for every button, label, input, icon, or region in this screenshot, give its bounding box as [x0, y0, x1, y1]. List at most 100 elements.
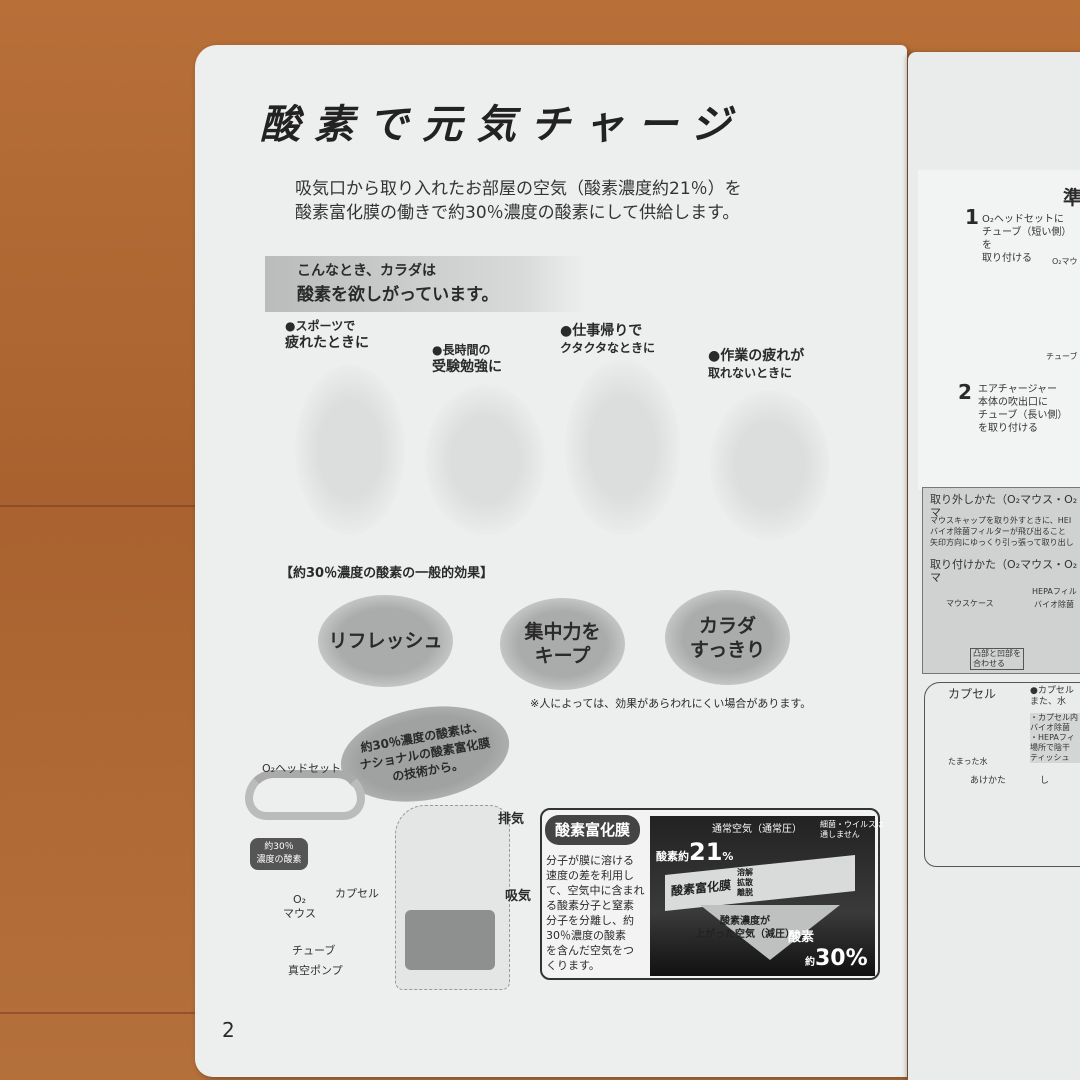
bio-filter-label: バイオ除菌 — [1034, 600, 1074, 609]
label-mouth-partial: O₂マウ — [1052, 257, 1078, 266]
desc-line: 速度の差を利用し — [546, 869, 634, 882]
caption-line: クタクタなときに — [560, 341, 656, 355]
desc-line: て、空気中に含まれ — [546, 884, 645, 897]
step-line: チューブ（短い側）を — [982, 227, 1072, 251]
bacteria-note: 細菌・ウイルスは通しません — [820, 820, 884, 840]
label-tube-partial: チューブ — [1046, 352, 1078, 361]
text-line: バイオ除菌 — [1030, 723, 1070, 732]
label-headset: O₂ヘッドセット — [262, 762, 342, 775]
commuter-illustration — [565, 360, 680, 535]
enriched-air-arrow — [700, 905, 840, 960]
intro-line: 酸素富化膜の働きで約30％濃度の酸素にして供給します。 — [295, 203, 740, 223]
athlete-illustration — [295, 365, 405, 535]
effect-refresh: リフレッシュ — [318, 595, 453, 687]
setup-heading: 準 — [1063, 187, 1080, 209]
caption-line: 受験勉強に — [432, 359, 502, 375]
readout-value: 21 — [689, 838, 723, 866]
situation-caption: ●仕事帰りでクタクタなときに — [560, 323, 655, 357]
step-number: 2 — [958, 380, 972, 404]
label-intake: 吸気 — [505, 889, 532, 904]
text-line: ●カプセル — [1030, 686, 1074, 696]
caption-line: 取れないときに — [708, 366, 793, 380]
text-line: ・カプセル内 — [1030, 713, 1078, 722]
desc-line: くります。 — [546, 959, 600, 972]
label-line: 上がった空気（減圧） — [695, 929, 795, 940]
readout-value: 30% — [815, 946, 868, 971]
step-line: エアチャージャー — [978, 384, 1057, 395]
effects-heading: 【約30％濃度の酸素の一般的効果】 — [280, 566, 494, 581]
desc-line: 30％濃度の酸素 — [546, 929, 626, 942]
caption-line: ●仕事帰りで — [560, 323, 643, 339]
note-line: 通しません — [820, 830, 860, 839]
open-label: あけかた — [970, 776, 1007, 786]
effect-note: ※人によっては、効果があらわれにくい場合があります。 — [530, 697, 812, 710]
text-line: 場所で陰干 — [1030, 743, 1070, 752]
table-seam — [0, 1012, 200, 1014]
text-line: 合わせる — [973, 659, 1005, 668]
desc-line: る酸素分子と窒素 — [546, 899, 634, 912]
membrane-label: 酸素富化膜 — [671, 878, 732, 899]
readout-prefix: 約 — [805, 957, 815, 968]
process-step: 溶解 — [737, 868, 753, 877]
effect-label: カラダ — [698, 614, 756, 637]
tag-line: 濃度の酸素 — [256, 855, 302, 865]
membrane-title: 酸素富化膜 — [545, 815, 640, 845]
page-title: 酸素で元気チャージ — [260, 102, 745, 148]
attach-title: 取り付けかた（O₂マウス・O₂マ — [930, 558, 1078, 584]
effect-label: 集中力を — [524, 621, 601, 643]
setup-panel — [918, 170, 1080, 490]
desc-line: 分子を分離し、約 — [546, 914, 634, 927]
step-2-text: エアチャージャー本体の吹出口にチューブ（長い側）を取り付ける — [978, 383, 1067, 435]
tag-line: 約30％ — [264, 842, 294, 852]
oxygen-30-readout: 約30% — [805, 946, 868, 971]
step-line: を取り付ける — [978, 423, 1038, 434]
process-steps: 溶解拡散離脱 — [737, 868, 753, 898]
readout-prefix: 酸素約 — [656, 850, 689, 863]
text-line: 矢印方向にゆっくり引っ張って取り出し — [930, 538, 1074, 547]
office-worker-illustration — [710, 390, 830, 540]
normal-air-label: 通常空気（通常圧） — [712, 824, 802, 835]
step-line: O₂ヘッドセットに — [982, 214, 1064, 225]
step-line: チューブ（長い側） — [978, 410, 1068, 421]
process-step: 離脱 — [737, 888, 753, 897]
label-tube: チューブ — [292, 944, 336, 957]
capsule-notes: ・カプセル内バイオ除菌・HEPAフィ場所で陰干ティッシュ — [1030, 713, 1080, 763]
effect-focus: 集中力をキープ — [500, 598, 625, 690]
readout-unit: % — [722, 850, 734, 863]
membrane-description: 分子が膜に溶ける 速度の差を利用し て、空気中に含まれ る酸素分子と窒素 分子を… — [546, 853, 650, 973]
caption-line: 疲れたときに — [285, 335, 369, 351]
banner-line: こんなとき、カラダは — [297, 263, 437, 279]
step-number: 1 — [965, 205, 979, 229]
removal-title: 取り外しかた（O₂マウス・O₂マ — [930, 493, 1078, 519]
caption-line: ●長時間の — [432, 343, 491, 357]
step-1-text: O₂ヘッドセットにチューブ（短い側）を取り付ける — [982, 213, 1080, 265]
oxygen-tag: 約30％ 濃度の酸素 — [250, 838, 308, 870]
label-line: 酸素濃度が — [720, 916, 770, 927]
vacuum-pump-illustration — [405, 910, 495, 970]
effect-label: すっきり — [689, 638, 766, 661]
capsule-box — [924, 682, 1080, 867]
capsule-title: カプセル — [948, 687, 997, 701]
process-step: 拡散 — [737, 878, 753, 887]
hepa-label: HEPAフィル — [1032, 587, 1077, 596]
headset-illustration — [245, 770, 365, 820]
effect-label: キープ — [534, 645, 591, 667]
label-line: O₂ — [292, 893, 307, 906]
close-label: し — [1040, 776, 1050, 786]
student-illustration — [425, 385, 545, 535]
effect-label: リフレッシュ — [328, 630, 443, 652]
desc-line: を含んだ空気をつ — [546, 944, 634, 957]
step-line: 取り付ける — [982, 253, 1032, 264]
situation-caption: ●長時間の受験勉強に — [432, 342, 502, 376]
label-exhaust: 排気 — [498, 812, 525, 827]
text-line: ティッシュ — [1030, 753, 1070, 762]
page-number: 2 — [222, 1018, 235, 1042]
caption-line: ●作業の疲れが — [708, 348, 805, 364]
oxygen-21-readout: 酸素約21% — [656, 838, 733, 866]
desc-line: 分子が膜に溶ける — [546, 854, 634, 867]
situation-banner: こんなとき、カラダは 酸素を欲しがっています。 — [265, 256, 585, 312]
text-line: ・HEPAフィ — [1030, 733, 1075, 742]
mouth-case-label: マウスケース — [946, 599, 994, 608]
